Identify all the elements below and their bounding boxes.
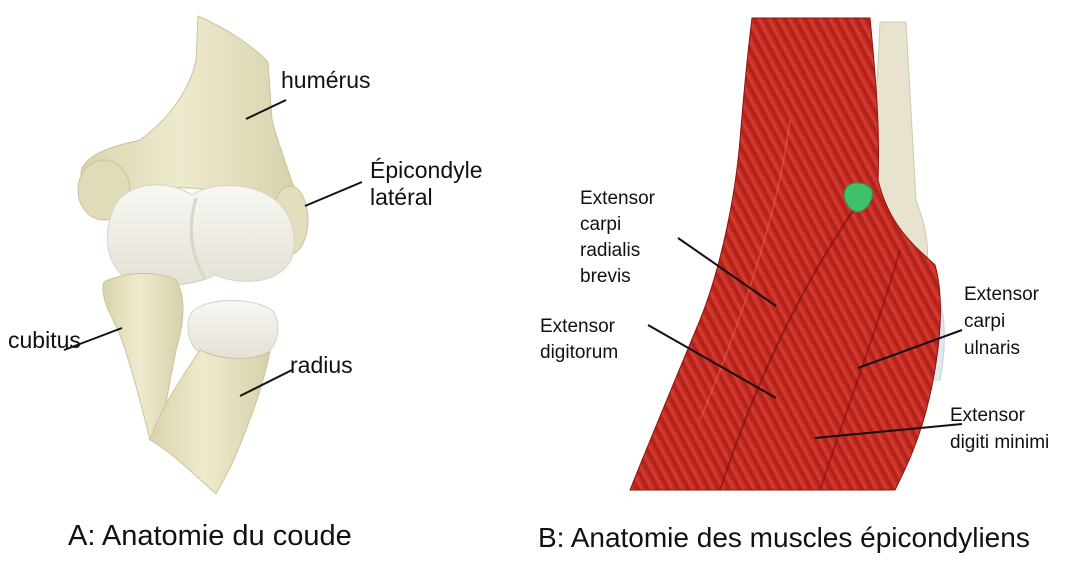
label-epicondyle-lateral: Épicondyle latéral [370, 157, 483, 211]
label-edm-line2: digiti minimi [950, 429, 1049, 456]
label-extensor-digiti-minimi: Extensor digiti minimi [950, 402, 1049, 456]
label-cubitus: cubitus [8, 327, 81, 354]
caption-panel-a: A: Anatomie du coude [68, 520, 352, 553]
caption-panel-b: B: Anatomie des muscles épicondyliens [538, 522, 1030, 554]
label-ecrb-line4: brevis [580, 264, 655, 290]
label-ed-line2: digitorum [540, 340, 618, 366]
label-ecrb-line2: carpi [580, 212, 655, 238]
panel-b-muscles [630, 18, 962, 490]
label-extensor-digitorum: Extensor digitorum [540, 314, 618, 366]
label-ed-line1: Extensor [540, 314, 618, 340]
label-ecrb-line1: Extensor [580, 186, 655, 212]
radius-head [188, 300, 278, 358]
label-extensor-carpi-ulnaris: Extensor carpi ulnaris [964, 281, 1039, 362]
label-extensor-carpi-radialis-brevis: Extensor carpi radialis brevis [580, 186, 655, 290]
label-epicondyle-line2: latéral [370, 184, 483, 211]
label-ecrb-line3: radialis [580, 238, 655, 264]
label-ecu-line2: carpi [964, 308, 1039, 335]
label-epicondyle-line1: Épicondyle [370, 157, 483, 184]
label-ecu-line3: ulnaris [964, 335, 1039, 362]
label-ecu-line1: Extensor [964, 281, 1039, 308]
label-radius: radius [290, 352, 353, 379]
label-humerus: humérus [281, 67, 370, 94]
leader-epicondyle [305, 182, 362, 206]
label-edm-line1: Extensor [950, 402, 1049, 429]
